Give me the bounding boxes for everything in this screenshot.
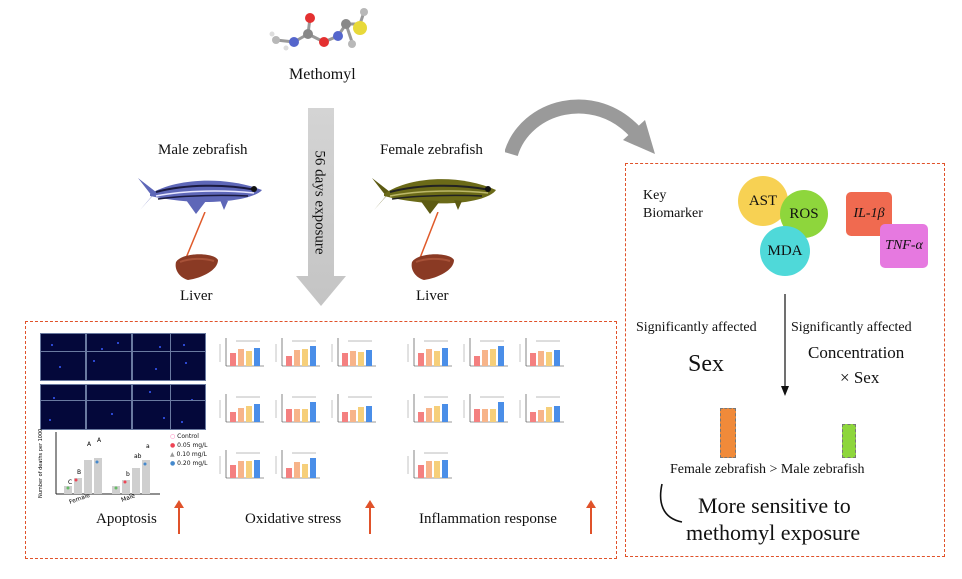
exposure-label: 56 days exposure: [311, 150, 328, 255]
concentration-label: Concentration: [808, 343, 905, 362]
svg-text:A: A: [87, 441, 92, 448]
biomarker-title-line1: Key: [643, 188, 667, 203]
apoptosis-chart: C B A A b ab a Number of deaths per 1000…: [38, 428, 160, 506]
group-male-label: Male: [120, 492, 136, 504]
mini-bar-chart: [219, 394, 264, 423]
female-organ-label: Liver: [416, 288, 449, 304]
mda-circle: MDA: [760, 226, 810, 276]
mini-bar-chart: [275, 394, 320, 423]
left-effect-label: Significantly affected: [636, 320, 757, 335]
mini-bar-chart: [275, 338, 320, 367]
biomarker-title-line2: Biomarker: [643, 206, 703, 221]
female-liver-link: [419, 212, 439, 259]
svg-text:A: A: [97, 437, 102, 444]
female-liver-icon: [411, 254, 454, 280]
tnfa-box: TNF-α: [880, 224, 928, 268]
female-zebrafish-icon: [372, 178, 496, 214]
apoptosis-label: Apoptosis: [96, 511, 157, 527]
mini-bar-chart: [331, 394, 376, 423]
right-effect-label: Significantly affected: [791, 320, 912, 335]
mini-bar-chart: [331, 338, 376, 367]
mini-bar-chart: [407, 394, 452, 423]
mini-bar-chart: [519, 338, 564, 367]
mini-bar-chart: [219, 450, 264, 479]
exposure-arrow: [296, 108, 346, 306]
comparison-label: Female zebrafish > Male zebrafish: [670, 462, 865, 477]
results-panel: [25, 321, 617, 559]
ast-circle: AST: [738, 176, 788, 226]
biomarker-panel: [625, 163, 945, 557]
mini-bar-chart: [407, 450, 452, 479]
male-liver-link: [185, 212, 206, 259]
mini-bar-chart: [519, 394, 564, 423]
apoptosis-up-arrow-icon: [174, 500, 184, 534]
oxidative-up-arrow-icon: [365, 500, 375, 534]
mini-bar-chart: [219, 338, 264, 367]
male-fish-label: Male zebrafish: [158, 142, 248, 158]
conclusion-line1: More sensitive to: [698, 493, 851, 518]
inflammation-up-arrow-icon: [586, 500, 596, 534]
oxidative-label: Oxidative stress: [245, 511, 342, 527]
svg-text:C: C: [68, 479, 72, 486]
male-bar: [842, 424, 856, 458]
sex-label: Sex: [688, 351, 724, 377]
apoptosis-legend: ○ Control ● 0.05 mg/L ▲ 0.10 mg/L ● 0.20…: [170, 433, 208, 467]
male-liver-icon: [175, 254, 218, 280]
chemical-name: Methomyl: [289, 66, 356, 83]
female-bar: [720, 408, 736, 458]
cross-sex-label: × Sex: [840, 368, 880, 387]
curved-arrow: [505, 99, 655, 157]
mini-bar-chart: [275, 450, 320, 479]
conclusion-line2: methomyl exposure: [686, 520, 861, 545]
apoptosis-ylabel: Number of deaths per 1000 cells: [38, 428, 44, 498]
svg-text:a: a: [146, 443, 150, 450]
svg-text:B: B: [77, 469, 81, 476]
female-fish-label: Female zebrafish: [380, 142, 483, 158]
mini-bar-chart: [407, 338, 452, 367]
bracket-line: [659, 483, 683, 523]
svg-text:b: b: [126, 471, 130, 478]
mini-bar-chart: [463, 338, 508, 367]
inflammation-label: Inflammation response: [419, 511, 557, 527]
svg-text:ab: ab: [134, 453, 142, 460]
down-arrow: [781, 294, 789, 396]
methomyl-molecule-icon: [269, 8, 368, 51]
mini-bar-chart: [463, 394, 508, 423]
male-organ-label: Liver: [180, 288, 213, 304]
male-zebrafish-icon: [138, 178, 262, 214]
